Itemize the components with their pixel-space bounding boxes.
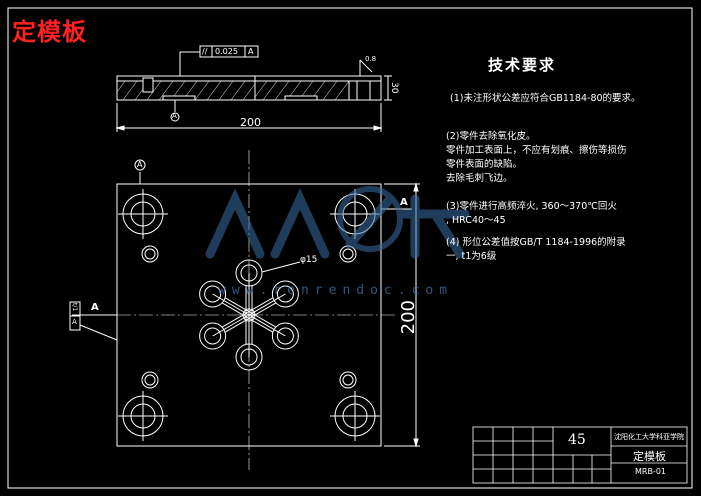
datum-box-top: t/1: [71, 303, 78, 312]
datum-box-bottom: A: [72, 318, 77, 326]
runner-edge: [222, 311, 248, 328]
runner-edge: [225, 297, 251, 313]
cavity-inner: [204, 285, 222, 303]
cavity-outer: [199, 280, 227, 308]
screw-hole-inner: [144, 248, 156, 260]
requirements-title: 技术要求: [488, 56, 557, 74]
requirement-item-2: (2)零件去除氧化皮。 零件加工表面上，不应有划痕、擦伤等损伤 零件表面的缺陷。…: [446, 131, 627, 184]
section-a-right: A: [400, 197, 408, 208]
dim-hole-dia: φ15: [300, 255, 318, 265]
datum-circle-label: A: [172, 112, 177, 120]
screw-hole-inner: [342, 248, 354, 260]
screw-hole-outer: [339, 371, 357, 389]
tb-material-code: 45: [568, 432, 586, 448]
dim-small: 0.8: [365, 55, 377, 63]
cavity-inner: [276, 327, 294, 345]
hole-dia-leader: [261, 261, 301, 273]
requirement-item-3: (3)零件进行高频淬火, 360～370℃回火 , HRC40～45: [446, 201, 617, 226]
cavity-inner: [276, 285, 294, 303]
watermark-logo: [205, 186, 470, 259]
holes-group: [118, 189, 380, 441]
tol-value: 0.025: [215, 47, 238, 56]
screw-hole-inner: [144, 374, 156, 386]
cavity-outer: [271, 322, 299, 350]
runner-line: [212, 293, 250, 316]
datum-a-top: A: [137, 160, 143, 169]
runner-edge: [250, 311, 276, 328]
tb-school: 沈阳化工大学科亚学院: [614, 433, 684, 441]
dim-height: 30: [389, 82, 399, 94]
tol-datum: A: [248, 47, 254, 56]
sprue-hole: [242, 308, 256, 322]
cavity-outer: [271, 280, 299, 308]
screw-hole-outer: [141, 245, 159, 263]
drawing-title: 定模板: [12, 18, 87, 46]
runner-edge: [247, 317, 273, 333]
tb-part-name: 定模板: [633, 450, 666, 463]
requirement-item-1: (1)未注形状公差应符合GB1184-80的要求。: [450, 93, 641, 104]
runner-edge: [250, 302, 276, 319]
cavity-inner: [204, 327, 222, 345]
screw-hole-outer: [141, 371, 159, 389]
section-a-left: A: [91, 302, 99, 313]
runner-edge: [222, 302, 248, 319]
side-view: [115, 45, 392, 132]
screw-hole-inner: [342, 374, 354, 386]
runner-line: [248, 293, 286, 316]
cavity-outer: [199, 322, 227, 350]
tb-drawing-no: MRB-01: [635, 467, 667, 476]
dim-length: 200: [240, 116, 261, 129]
runner-line: [248, 314, 286, 337]
runner-line: [212, 314, 250, 337]
hatch-left: [116, 80, 256, 101]
requirement-item-4: (4) 形位公差值按GB/T 1184-1996的附录 一, t1为6级: [446, 237, 626, 262]
runner-edge: [247, 297, 273, 313]
dim-plan-width: 200: [398, 300, 419, 335]
runner-edge: [225, 317, 251, 333]
tol-symbol: //: [202, 47, 208, 56]
watermark-url: www.renrendoc.com: [218, 283, 454, 298]
